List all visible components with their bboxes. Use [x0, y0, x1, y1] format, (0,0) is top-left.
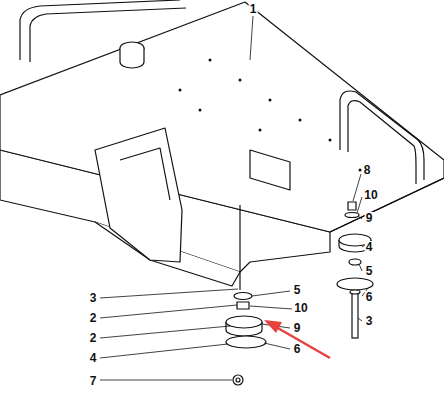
callout-number: 8 — [363, 164, 372, 176]
side-handrail — [340, 91, 424, 184]
callout-number: 4 — [365, 241, 374, 253]
callout-number: 6 — [293, 343, 302, 355]
nut — [237, 302, 249, 309]
frame-window — [250, 150, 290, 190]
tank-body — [120, 48, 144, 68]
washer — [234, 293, 252, 300]
rear-handrail — [20, 0, 186, 62]
nut — [233, 375, 243, 385]
washer — [345, 213, 359, 218]
deck-plate — [0, 2, 444, 232]
callout-number: 2 — [89, 332, 98, 344]
base-plate — [226, 336, 266, 348]
callout-number: 5 — [365, 265, 374, 277]
nut — [348, 202, 356, 210]
callout-number: 3 — [365, 315, 374, 327]
chute-fold — [120, 148, 170, 200]
bolt — [352, 292, 358, 338]
callout-number: 10 — [293, 302, 308, 314]
pointer-arrow — [264, 320, 330, 358]
bolt — [239, 205, 240, 290]
callout-number: 5 — [293, 284, 302, 296]
leader-lines — [100, 16, 370, 380]
callout-number: 1 — [249, 3, 258, 15]
callout-number: 2 — [89, 312, 98, 324]
chute-plate — [95, 128, 182, 262]
callout-number: 9 — [293, 322, 302, 334]
callout-number: 3 — [89, 292, 98, 304]
rubber-mount-top — [226, 316, 262, 328]
callout-number: 9 — [365, 212, 374, 224]
callout-number: 7 — [89, 375, 98, 387]
callout-number: 6 — [365, 291, 374, 303]
callout-number: 10 — [363, 189, 378, 201]
callout-number: 4 — [89, 352, 98, 364]
deck-edge — [330, 178, 444, 232]
